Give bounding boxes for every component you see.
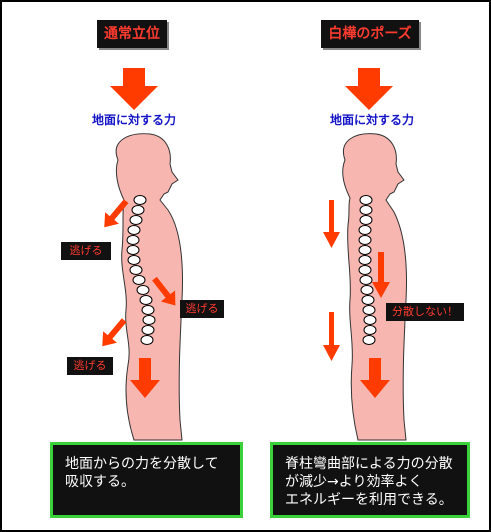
right-force-arrow bbox=[345, 68, 393, 110]
right-down-arrow-1 bbox=[323, 200, 340, 248]
right-caption: 脊柱彎曲部による力の分散 が減少→より効率よく エネルギーを利用できる。 bbox=[270, 442, 470, 518]
right-spine bbox=[358, 195, 377, 345]
left-escape-arrow-2 bbox=[152, 276, 176, 306]
right-down-arrow-3 bbox=[323, 312, 340, 361]
left-caption: 地面からの力を分散して 吸収する。 bbox=[50, 442, 243, 518]
left-bottom-arrow bbox=[130, 358, 160, 398]
left-body-silhouette bbox=[115, 133, 183, 441]
right-title: 白樺のポーズ bbox=[321, 20, 419, 48]
left-escape-arrow-1 bbox=[104, 199, 129, 228]
left-title: 通常立位 bbox=[97, 20, 167, 48]
right-force-label: 地面に対する力 bbox=[329, 113, 414, 127]
right-body-silhouette bbox=[342, 133, 407, 441]
left-force-label: 地面に対する力 bbox=[91, 113, 176, 127]
left-escape-label-1: 逃げる bbox=[61, 242, 111, 260]
right-no-disperse-label: 分散しない！ bbox=[386, 303, 464, 321]
right-bottom-arrow bbox=[360, 358, 390, 398]
right-down-arrow-2 bbox=[372, 252, 390, 298]
left-escape-arrow-3 bbox=[102, 318, 127, 347]
left-force-arrow bbox=[110, 68, 158, 110]
left-escape-label-2: 逃げる bbox=[180, 300, 224, 318]
left-spine bbox=[126, 195, 156, 345]
left-escape-label-3: 逃げる bbox=[67, 357, 113, 375]
